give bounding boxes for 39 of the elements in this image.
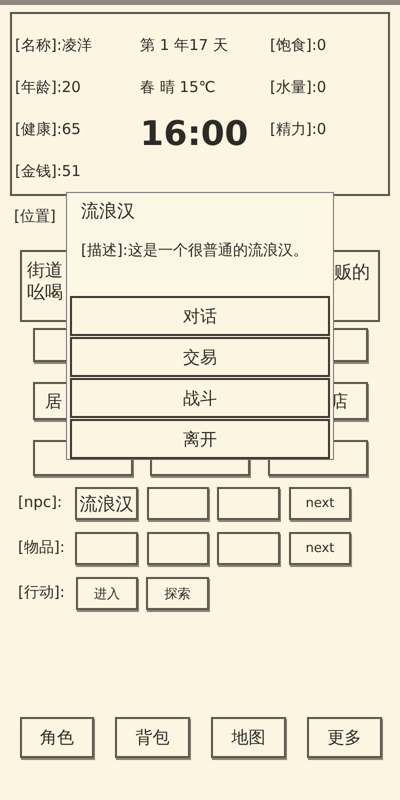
button: next: [289, 487, 351, 520]
button: 探索: [146, 577, 209, 610]
option-button: 战斗: [70, 378, 330, 418]
option-button: 交易: [70, 337, 330, 377]
field-label: [行动]:: [18, 583, 65, 602]
empty-slot: [147, 487, 209, 520]
status-text: [水量]:0: [270, 78, 326, 97]
empty-slot: [75, 532, 138, 565]
npc-popup: [66, 192, 334, 460]
button: 更多: [307, 717, 382, 758]
field-label: [npc]:: [18, 493, 62, 511]
button: 背包: [115, 717, 190, 758]
clock-text: 16:00: [140, 114, 248, 154]
status-text: [金钱]:51: [15, 162, 81, 181]
button: 进入: [76, 577, 138, 610]
button: 流浪汉: [75, 487, 138, 520]
status-panel: [10, 12, 390, 196]
status-text: [名称]:凌洋: [15, 36, 92, 55]
empty-slot: [217, 487, 280, 520]
popup-description: [描述]:这是一个很普通的流浪汉。: [81, 241, 309, 259]
empty-slot: [147, 532, 209, 565]
empty-slot: [217, 532, 280, 565]
button: 角色: [20, 717, 94, 758]
location-text: 街道: [27, 259, 63, 282]
location-text: 贩的: [334, 261, 370, 284]
popup-title: 流浪汉: [81, 203, 136, 221]
status-text: [健康]:65: [15, 120, 81, 139]
button: 地图: [211, 717, 286, 758]
status-text: 春 晴 15℃: [140, 78, 216, 97]
status-text: [饱食]:0: [270, 36, 326, 55]
status-text: [精力]:0: [270, 120, 326, 139]
option-button: 对话: [70, 296, 330, 336]
status-text: 第 1 年17 天: [140, 36, 228, 55]
field-label: [物品]:: [18, 538, 65, 557]
location-text: 吆喝: [27, 281, 63, 304]
field-label: [位置]: [14, 207, 56, 226]
button: next: [289, 532, 351, 565]
option-button: 离开: [70, 419, 330, 459]
status-text: [年龄]:20: [15, 78, 81, 97]
